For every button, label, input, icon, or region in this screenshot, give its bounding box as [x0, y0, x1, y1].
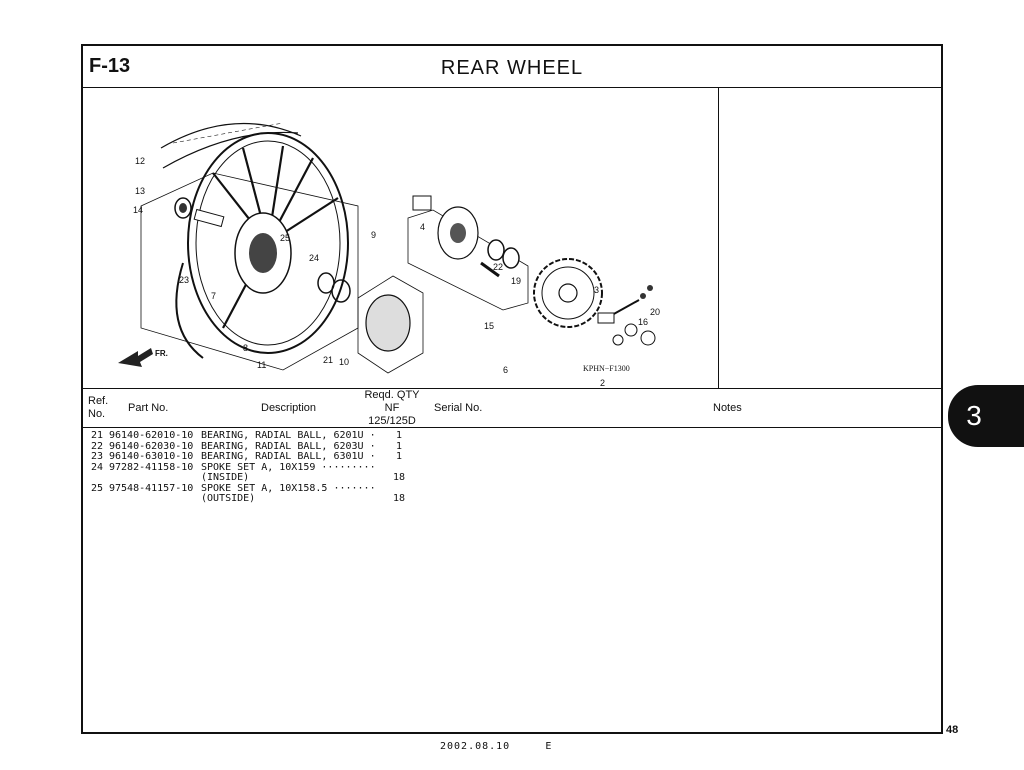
header-serial-no: Serial No. [434, 402, 483, 414]
header-part-no: Part No. [128, 402, 169, 414]
footer-edition: E [545, 741, 553, 752]
table-row: (INSIDE)18 [201, 472, 406, 483]
direction-label: FR. [155, 349, 168, 358]
callout: 25 [280, 233, 290, 243]
callout: 21 [323, 355, 333, 365]
callout: 16 [638, 317, 648, 327]
header-ref: Ref. No. [88, 395, 109, 420]
rear-wheel-illustration: 12 13 14 9 25 24 23 7 8 11 21 10 4 22 19… [118, 122, 660, 414]
notes-panel [719, 88, 941, 388]
section-tab: 3 [948, 385, 1024, 447]
footer: 2002.08.10 E [440, 741, 552, 752]
callout: 11 [257, 360, 266, 370]
section-title: REAR WHEEL [440, 57, 584, 79]
callout: 2 [600, 378, 605, 388]
callout: 24 [309, 253, 319, 263]
header-qty: Reqd. QTY NF 125/125D [364, 389, 420, 427]
callout: 20 [650, 307, 660, 317]
drawing-code: KPHN−F1300 [583, 364, 630, 373]
callout: 7 [211, 291, 216, 301]
callout: 14 [133, 205, 143, 215]
callout: 9 [371, 230, 376, 240]
table-header: Ref. No. Part No. Description Reqd. QTY … [83, 388, 941, 428]
callout: 4 [420, 222, 425, 232]
callout: 3 [594, 285, 599, 295]
callout: 23 [179, 275, 189, 285]
catalog-page-frame: F-13 REAR WHEEL [81, 44, 943, 734]
exploded-diagram: 12 13 14 9 25 24 23 7 8 11 21 10 4 22 19… [83, 88, 719, 414]
callout: 8 [243, 343, 248, 353]
table-row: (OUTSIDE)18 [201, 493, 406, 504]
callout: 22 [493, 262, 503, 272]
title-row: F-13 REAR WHEEL [83, 46, 941, 88]
callout: 19 [511, 276, 521, 286]
callout: 13 [135, 186, 145, 196]
section-code: F-13 [89, 55, 131, 77]
callout: 6 [503, 365, 508, 375]
callout: 12 [135, 156, 145, 166]
callout: 15 [484, 321, 494, 331]
page-number: 48 [946, 724, 959, 736]
callout: 10 [339, 357, 349, 367]
header-description: Description [261, 402, 317, 414]
footer-date: 2002.08.10 [440, 741, 511, 752]
header-notes: Notes [713, 402, 742, 414]
